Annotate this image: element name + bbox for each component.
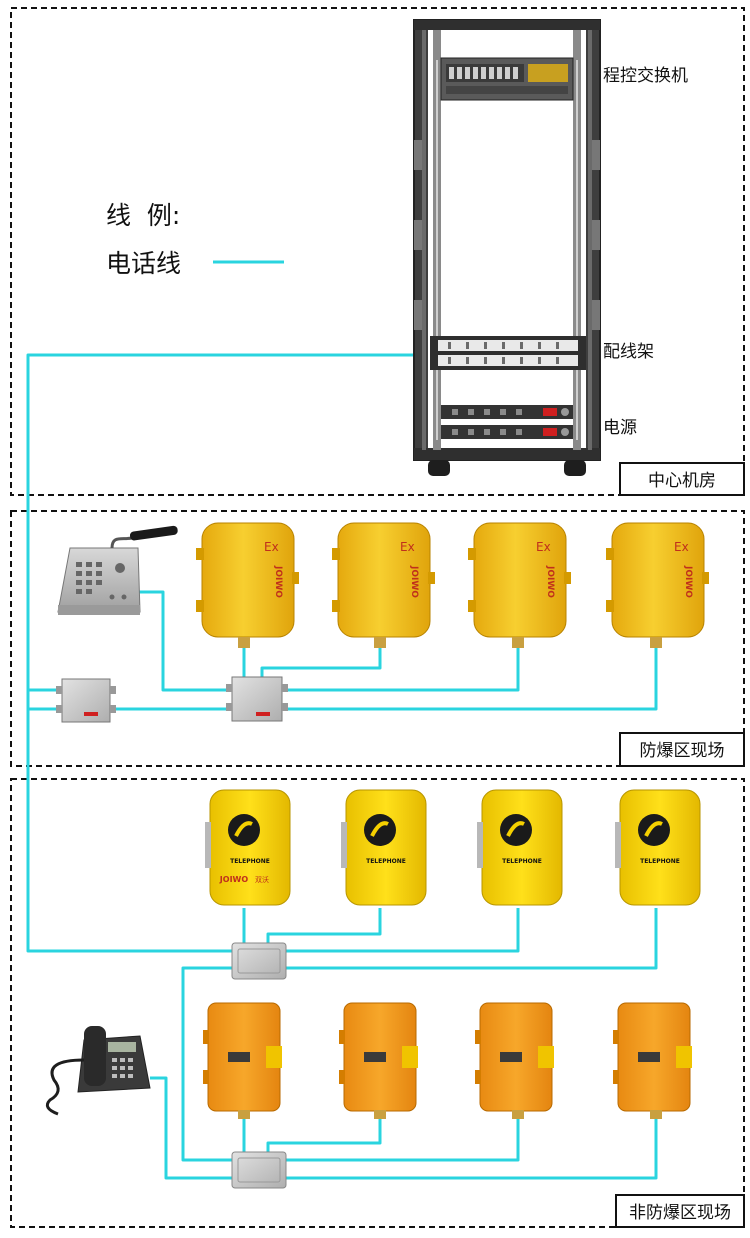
line-desk-mic-to-jb2 xyxy=(135,590,232,692)
rack-casters xyxy=(428,460,586,476)
pbx-switch xyxy=(440,57,574,101)
legend-title: 线 例: xyxy=(106,201,180,230)
line-exphone3 xyxy=(282,648,520,692)
zone-explosion-label-box xyxy=(619,732,745,767)
rack-patch-label: 配线架 xyxy=(603,342,654,362)
ex-phone-3: Ex JOIWO xyxy=(468,522,571,648)
phone-wiring xyxy=(26,353,658,1180)
desk-telephone xyxy=(45,1026,151,1116)
zone-central-label-box xyxy=(619,462,745,496)
ex-phone-2: Ex JOIWO xyxy=(332,522,435,648)
line-jb3-to-jb4 xyxy=(181,966,236,1162)
ex-junction-box-1 xyxy=(56,678,116,723)
ex-phone-2-brand: JOIWO xyxy=(409,565,419,598)
junction-box-4 xyxy=(231,1151,287,1189)
zone-explosion-label: 防爆区现场 xyxy=(640,741,725,761)
weatherproof-phone-1-text: TELEPHONE xyxy=(230,858,270,865)
line-or3 xyxy=(285,1118,520,1162)
ex-phone-2-mark: Ex xyxy=(400,540,415,554)
ex-phone-1: Ex JOIWO xyxy=(196,522,299,648)
line-deskphone xyxy=(150,1076,232,1180)
line-wp3 xyxy=(285,908,520,953)
rack-power-label: 电源 xyxy=(603,418,637,438)
patch-panel xyxy=(430,336,586,370)
legend: 线 例: 电话线 xyxy=(106,201,284,278)
zone-non-explosion-label: 非防爆区现场 xyxy=(629,1203,731,1223)
ex-phone-1-mark: Ex xyxy=(264,540,279,554)
weatherproof-phone-1: TELEPHONE JOIWO 双沃 xyxy=(205,789,291,906)
junction-box-3 xyxy=(231,942,287,980)
orange-phone-3 xyxy=(475,1002,554,1119)
orange-phone-2 xyxy=(339,1002,418,1119)
desk-microphone-station xyxy=(57,525,178,615)
ex-phone-4: Ex JOIWO xyxy=(606,522,709,648)
ex-junction-box-2 xyxy=(226,676,288,722)
trunk-line xyxy=(26,353,415,953)
line-wp2 xyxy=(266,908,382,943)
server-rack xyxy=(413,19,601,476)
rack-switch-label: 程控交换机 xyxy=(603,66,688,86)
weatherproof-phone-4-text: TELEPHONE xyxy=(640,858,680,865)
orange-phone-1 xyxy=(203,1002,282,1119)
ex-phone-3-mark: Ex xyxy=(536,540,551,554)
weatherproof-phone-3: TELEPHONE xyxy=(477,789,563,906)
line-or4 xyxy=(285,1118,658,1180)
zone-explosion-frame xyxy=(10,510,745,767)
orange-phone-4 xyxy=(613,1002,692,1119)
line-wp4 xyxy=(285,908,658,970)
weatherproof-phone-2-text: TELEPHONE xyxy=(366,858,406,865)
zone-central-label: 中心机房 xyxy=(648,471,716,491)
zone-central: 中心机房 xyxy=(10,7,745,496)
line-exphone2 xyxy=(260,648,382,677)
ex-phone-4-mark: Ex xyxy=(674,540,689,554)
ex-phone-1-brand: JOIWO xyxy=(273,565,283,598)
line-or2 xyxy=(266,1118,382,1152)
ex-phone-3-brand: JOIWO xyxy=(545,565,555,598)
weatherproof-phone-4: TELEPHONE xyxy=(615,789,701,906)
weatherproof-phone-1-brand: JOIWO xyxy=(219,875,249,884)
ex-phone-4-brand: JOIWO xyxy=(683,565,693,598)
weatherproof-phone-1-brand-cn: 双沃 xyxy=(255,875,269,884)
zone-non-explosion-label-box xyxy=(615,1194,745,1228)
line-exphone4 xyxy=(282,648,658,711)
zone-explosion: 防爆区现场 xyxy=(10,510,745,767)
power-strip xyxy=(441,405,573,439)
zone-non-explosion: 非防爆区现场 xyxy=(10,778,745,1228)
weatherproof-phone-3-text: TELEPHONE xyxy=(502,858,542,865)
weatherproof-phone-2: TELEPHONE xyxy=(341,789,427,906)
legend-item-label: 电话线 xyxy=(106,249,181,278)
